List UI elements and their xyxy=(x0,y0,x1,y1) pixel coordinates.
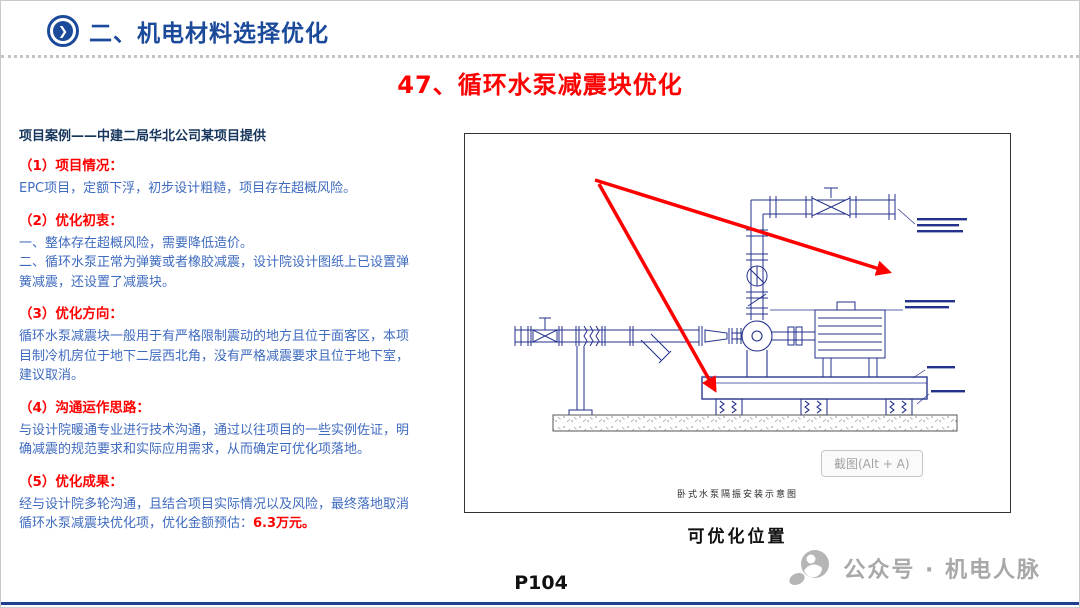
vibration-isolators xyxy=(715,398,913,416)
red-annotation-arrows xyxy=(594,178,893,393)
annotation-labels xyxy=(905,218,967,393)
section-5-body-text: 经与设计院多轮沟通，且结合项目实际情况以及风险，最终落地取消循环水泵减震块优化项… xyxy=(19,496,410,532)
section-2-body: 一、整体存在超概风险，需要降低造价。 二、循环水泵正常为弹簧或者橡胶减震，设计院… xyxy=(19,235,410,290)
section-1-body: EPC项目，定额下浮，初步设计粗糙，项目存在超概风险。 xyxy=(19,181,357,196)
section-5-body: 经与设计院多轮沟通，且结合项目实际情况以及风险，最终落地取消循环水泵减震块优化项… xyxy=(19,495,417,534)
section-4-body: 与设计院暖通专业进行技术沟通，通过以往项目的一些实例佐证，明确减震的规范要求和实… xyxy=(19,422,410,458)
motor xyxy=(772,301,886,377)
watermark-text: 公众号 · 机电人脉 xyxy=(843,558,1041,583)
section-4-heading: （4）沟通运作思路： xyxy=(19,399,150,416)
arrow-to-label xyxy=(594,178,893,276)
page-title: 47、循环水泵减震块优化 xyxy=(397,71,683,99)
slide-header: ❯ 二、机电材料选择优化 xyxy=(47,14,329,48)
foundation-hatch xyxy=(552,414,958,432)
chevron-circle-icon: ❯ xyxy=(47,15,79,47)
section-2-heading: （2）优化初衷： xyxy=(19,212,123,229)
section-1-heading: （1）项目情况： xyxy=(19,158,123,174)
section-title: 二、机电材料选择优化 xyxy=(89,21,329,47)
drawing-caption: 卧式水泵隔振安装示意图 xyxy=(676,490,798,500)
figure-label: 可优化位置 xyxy=(687,527,788,547)
wechat-account-logo-icon xyxy=(789,550,830,586)
dotted-divider xyxy=(1,55,1079,58)
watermark: 公众号 · 机电人脉 xyxy=(787,548,1041,588)
bottom-border-line xyxy=(1,602,1079,605)
screenshot-button[interactable]: 截图(Alt + A) xyxy=(821,450,923,477)
arrow-to-isolator xyxy=(597,183,717,393)
figure-box: 截图(Alt + A) 卧式水泵隔振安装示意图 xyxy=(464,133,1011,513)
page-number: P104 xyxy=(514,572,568,594)
case-source: 项目案例——中建二局华北公司某项目提供 xyxy=(19,129,267,144)
text-column: 项目案例——中建二局华北公司某项目提供 （1）项目情况： EPC项目，定额下浮，… xyxy=(19,125,417,534)
inertia-base xyxy=(701,376,928,400)
chevron-icon: ❯ xyxy=(53,21,73,41)
section-5-heading: （5）优化成果： xyxy=(19,473,123,490)
section-3-heading: （3）优化方向： xyxy=(19,306,123,322)
leader-lines xyxy=(770,208,930,405)
section-3-body: 循环水泵减震块一般用于有严格限制震动的地方且位于面客区，本项目制冷机房位于地下二… xyxy=(19,329,410,383)
savings-amount: 6.3万元。 xyxy=(253,516,316,531)
pump-installation-drawing xyxy=(514,178,967,432)
pump xyxy=(741,320,773,377)
